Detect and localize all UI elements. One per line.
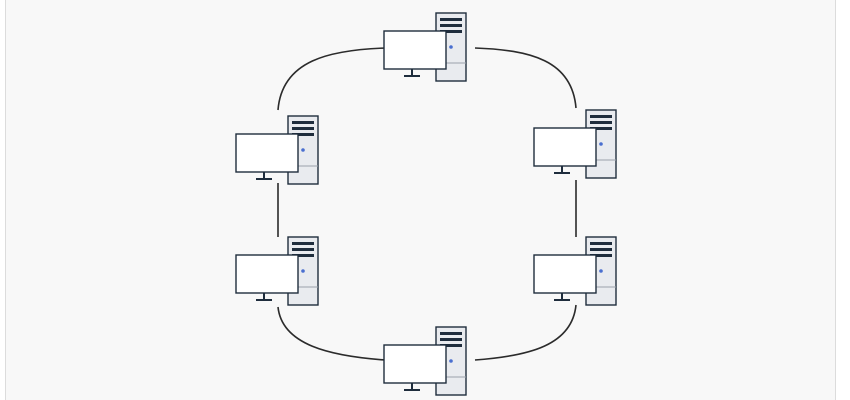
desktop-computer-icon [383,326,467,396]
ring-links [277,47,577,361]
link-left-top [277,47,386,111]
node-left-upper [235,115,319,185]
desktop-computer-icon [235,115,319,185]
link-bottom-left [277,306,386,361]
desktop-computer-icon [533,236,617,306]
link-top-right [474,47,577,109]
desktop-computer-icon [383,12,467,82]
node-left-lower [235,236,319,306]
link-right-bottom [474,304,577,361]
node-bottom [383,326,467,396]
node-top [383,12,467,82]
node-right-upper [533,109,617,179]
desktop-computer-icon [235,236,319,306]
desktop-computer-icon [533,109,617,179]
node-right-lower [533,236,617,306]
